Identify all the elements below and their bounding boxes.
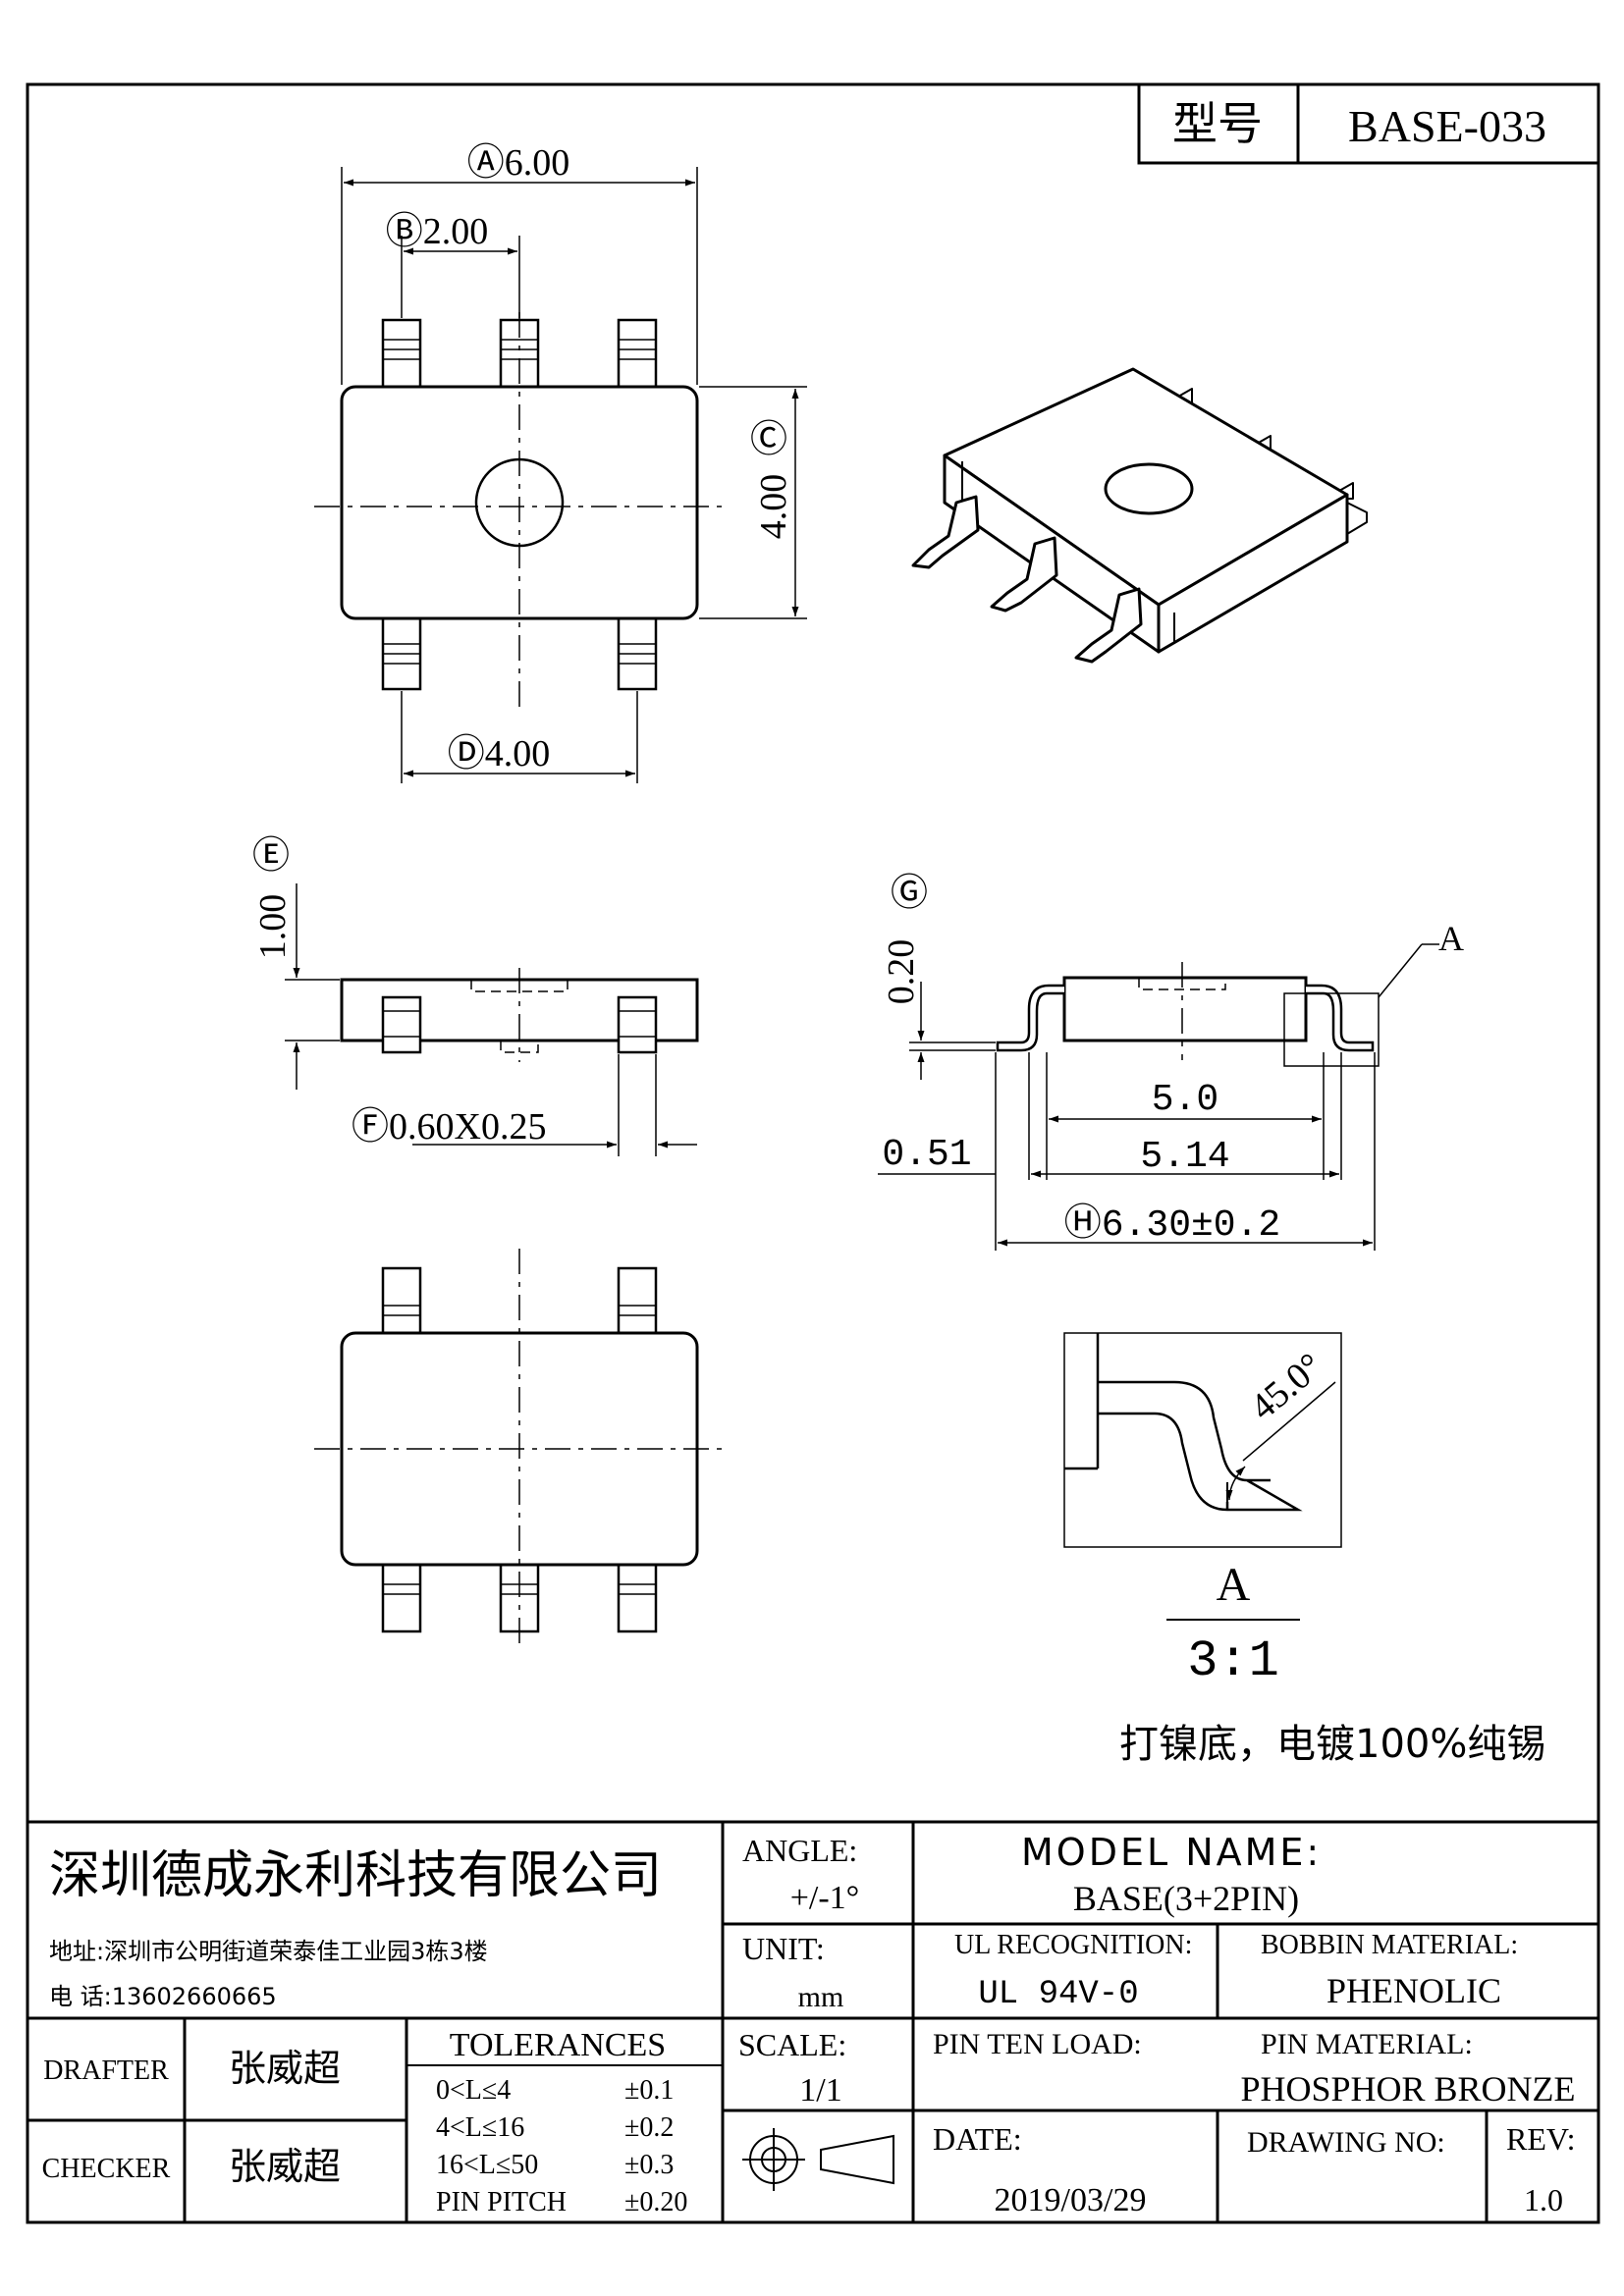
dim-g-mark: Ⓖ <box>891 873 928 914</box>
dim-e-mark: Ⓔ <box>252 835 290 877</box>
pin-material-value: PHOSPHOR BRONZE <box>1240 2069 1575 2109</box>
detail-label: A <box>1217 1559 1251 1611</box>
dim-g-value: 0.20 <box>881 939 922 1005</box>
model-name-value: BASE(3+2PIN) <box>1073 1879 1299 1918</box>
front-view: Ⓔ 1.00 Ⓕ0.60X0.25 <box>252 835 699 1156</box>
iso-body-side <box>1157 493 1349 654</box>
tolerance-range: 4<L≤16 <box>436 2112 524 2143</box>
front-view-pin <box>381 995 422 1054</box>
iso-front-pin <box>911 495 980 569</box>
iso-front-pin <box>990 536 1058 613</box>
side-view-body <box>1062 976 1308 1042</box>
side-view-leg <box>1306 984 1375 1052</box>
dim-a-label: Ⓐ6.00 <box>467 142 570 184</box>
bottom-view-pin <box>381 1266 422 1337</box>
finish-note: 打镍底，电镀100%纯锡 <box>1119 1722 1545 1767</box>
isometric-view <box>911 367 1368 664</box>
drafter-label: DRAFTER <box>43 2056 169 2086</box>
detail-ref-label: A <box>1438 919 1464 958</box>
angle-tolerance-value: +/-1° <box>790 1880 860 1916</box>
side-view-leg <box>996 984 1064 1052</box>
tolerance-value: ±0.2 <box>624 2112 674 2143</box>
projection-symbol-icon <box>742 2128 894 2191</box>
tolerance-value: ±0.1 <box>624 2075 674 2106</box>
dim-c-mark: Ⓒ <box>750 419 787 460</box>
title-block <box>26 1820 1600 2224</box>
unit-label: UNIT: <box>742 1931 825 1966</box>
iso-hole <box>1104 462 1194 515</box>
tolerances-label: TOLERANCES <box>450 2027 666 2063</box>
detail-scale: 3:1 <box>1187 1632 1279 1690</box>
company-address: 地址:深圳市公明街道荣泰佳工业园3栋3楼 <box>49 1938 488 1965</box>
date-value: 2019/03/29 <box>995 2182 1147 2218</box>
tolerance-range: PIN PITCH <box>436 2187 567 2217</box>
bottom-view-pin <box>617 1266 658 1337</box>
pin-ten-load-label: PIN TEN LOAD: <box>933 2028 1142 2060</box>
dim-50-label: 5.0 <box>1152 1079 1218 1121</box>
tolerance-range: 0<L≤4 <box>436 2075 511 2106</box>
angle-label: 45.0° <box>1242 1345 1330 1428</box>
bottom-view-pin <box>381 1563 422 1633</box>
bottom-view <box>314 1249 729 1649</box>
pin-material-label: PIN MATERIAL: <box>1261 2028 1473 2060</box>
date-label: DATE: <box>933 2121 1022 2157</box>
ul-recognition-label: UL RECOGNITION: <box>954 1930 1192 1960</box>
unit-value: mm <box>798 1981 844 2013</box>
dim-051-label: 0.51 <box>882 1134 971 1176</box>
tolerance-value: ±0.3 <box>624 2150 674 2180</box>
model-name-label: MODEL NAME: <box>1021 1831 1322 1874</box>
company-phone: 电 话:13602660665 <box>49 1983 277 2010</box>
model-label: 型号 <box>1172 97 1263 150</box>
checker-value: 张威超 <box>229 2145 341 2188</box>
scale-label: SCALE: <box>738 2027 846 2062</box>
scale-value: 1/1 <box>799 2072 841 2109</box>
centerline <box>314 312 729 707</box>
detail-a-frame <box>1063 1332 1342 1548</box>
rev-value: 1.0 <box>1524 2182 1563 2217</box>
top-view: Ⓐ6.00 Ⓑ2.00 Ⓒ 4.00 Ⓓ4.00 <box>314 142 807 783</box>
dim-514-label: 5.14 <box>1140 1136 1229 1178</box>
dim-d-label: Ⓓ4.00 <box>448 733 551 774</box>
bobbin-material-label: BOBBIN MATERIAL: <box>1261 1930 1518 1960</box>
dim-h-label: Ⓗ6.30±0.2 <box>1064 1202 1280 1247</box>
ul-recognition-value: UL 94V-0 <box>978 1976 1138 2013</box>
front-view-pin <box>617 995 658 1054</box>
dim-b-label: Ⓑ2.00 <box>386 211 489 252</box>
iso-front-pin <box>1074 587 1143 664</box>
detail-a-view: 45.0° A 3:1 <box>1063 1332 1342 1690</box>
dim-c-value: 4.00 <box>753 474 794 540</box>
drafter-value: 张威超 <box>229 2047 341 2090</box>
checker-label: CHECKER <box>42 2154 171 2184</box>
bottom-view-pin <box>617 1563 658 1633</box>
drawing-no-label: DRAWING NO: <box>1247 2126 1445 2159</box>
tolerance-range: 16<L≤50 <box>436 2150 538 2180</box>
tolerance-value: ±0.20 <box>624 2187 687 2217</box>
angle-tolerance-label: ANGLE: <box>742 1833 857 1868</box>
side-view: A Ⓖ 0.20 0.51 5.0 5.14 Ⓗ6.30±0.2 <box>878 873 1464 1251</box>
dim-e-value: 1.00 <box>252 894 294 960</box>
model-box: 型号 BASE-033 <box>1137 82 1600 165</box>
detail-a-callout-box <box>1283 992 1380 1067</box>
bobbin-material-value: PHENOLIC <box>1326 1971 1501 2010</box>
rev-label: REV: <box>1506 2121 1576 2157</box>
model-value: BASE-033 <box>1348 101 1546 151</box>
top-view-pin <box>381 318 658 691</box>
company-name: 深圳德成永利科技有限公司 <box>49 1846 662 1905</box>
dim-f-label: Ⓕ0.60X0.25 <box>352 1106 546 1148</box>
